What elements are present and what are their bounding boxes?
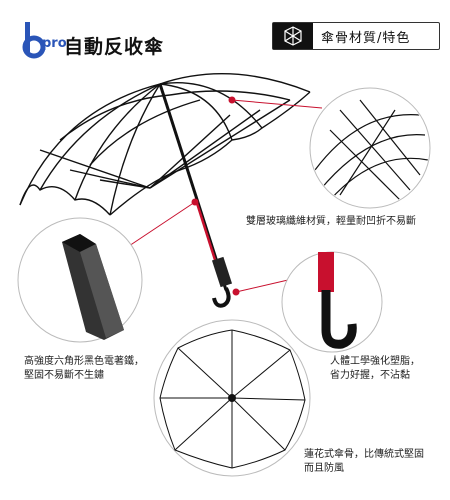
- umbrella-frame: [19, 73, 311, 216]
- hexagonal-shaft-detail: [62, 234, 124, 340]
- caption-handle-line2: 省力好握，不沾黏: [330, 370, 410, 381]
- caption-handle: 人體工學強化塑脂， 省力好握，不沾黏: [330, 355, 420, 383]
- page-title: 自動反收傘: [64, 36, 165, 58]
- caption-fiberglass: 雙層玻璃纖維材質，輕量耐凹折不易斷: [246, 216, 416, 227]
- caption-lotus-line1: 蓮花式傘骨，比傳統式堅固: [304, 449, 424, 460]
- lotus-ribs-detail: [159, 329, 306, 469]
- brand-logo-icon: [22, 22, 46, 59]
- handle-detail: [318, 252, 357, 349]
- caption-lotus: 蓮花式傘骨，比傳統式堅固 而且防風: [304, 448, 424, 476]
- umbrella-top-icon: [273, 23, 313, 49]
- caption-handle-line1: 人體工學強化塑脂，: [330, 356, 420, 367]
- caption-shaft-line2: 堅固不易斷不生鏽: [24, 370, 104, 381]
- brand-pro-text: pro: [42, 36, 67, 51]
- caption-shaft-line1: 高強度六角形黑色電著鐵，: [24, 356, 144, 367]
- badge-label: 傘骨材質/特色: [321, 31, 411, 46]
- caption-shaft: 高強度六角形黑色電著鐵， 堅固不易斷不生鏽: [24, 355, 144, 383]
- section-badge: 傘骨材質/特色: [272, 22, 440, 50]
- caption-lotus-line2: 而且防風: [304, 463, 344, 474]
